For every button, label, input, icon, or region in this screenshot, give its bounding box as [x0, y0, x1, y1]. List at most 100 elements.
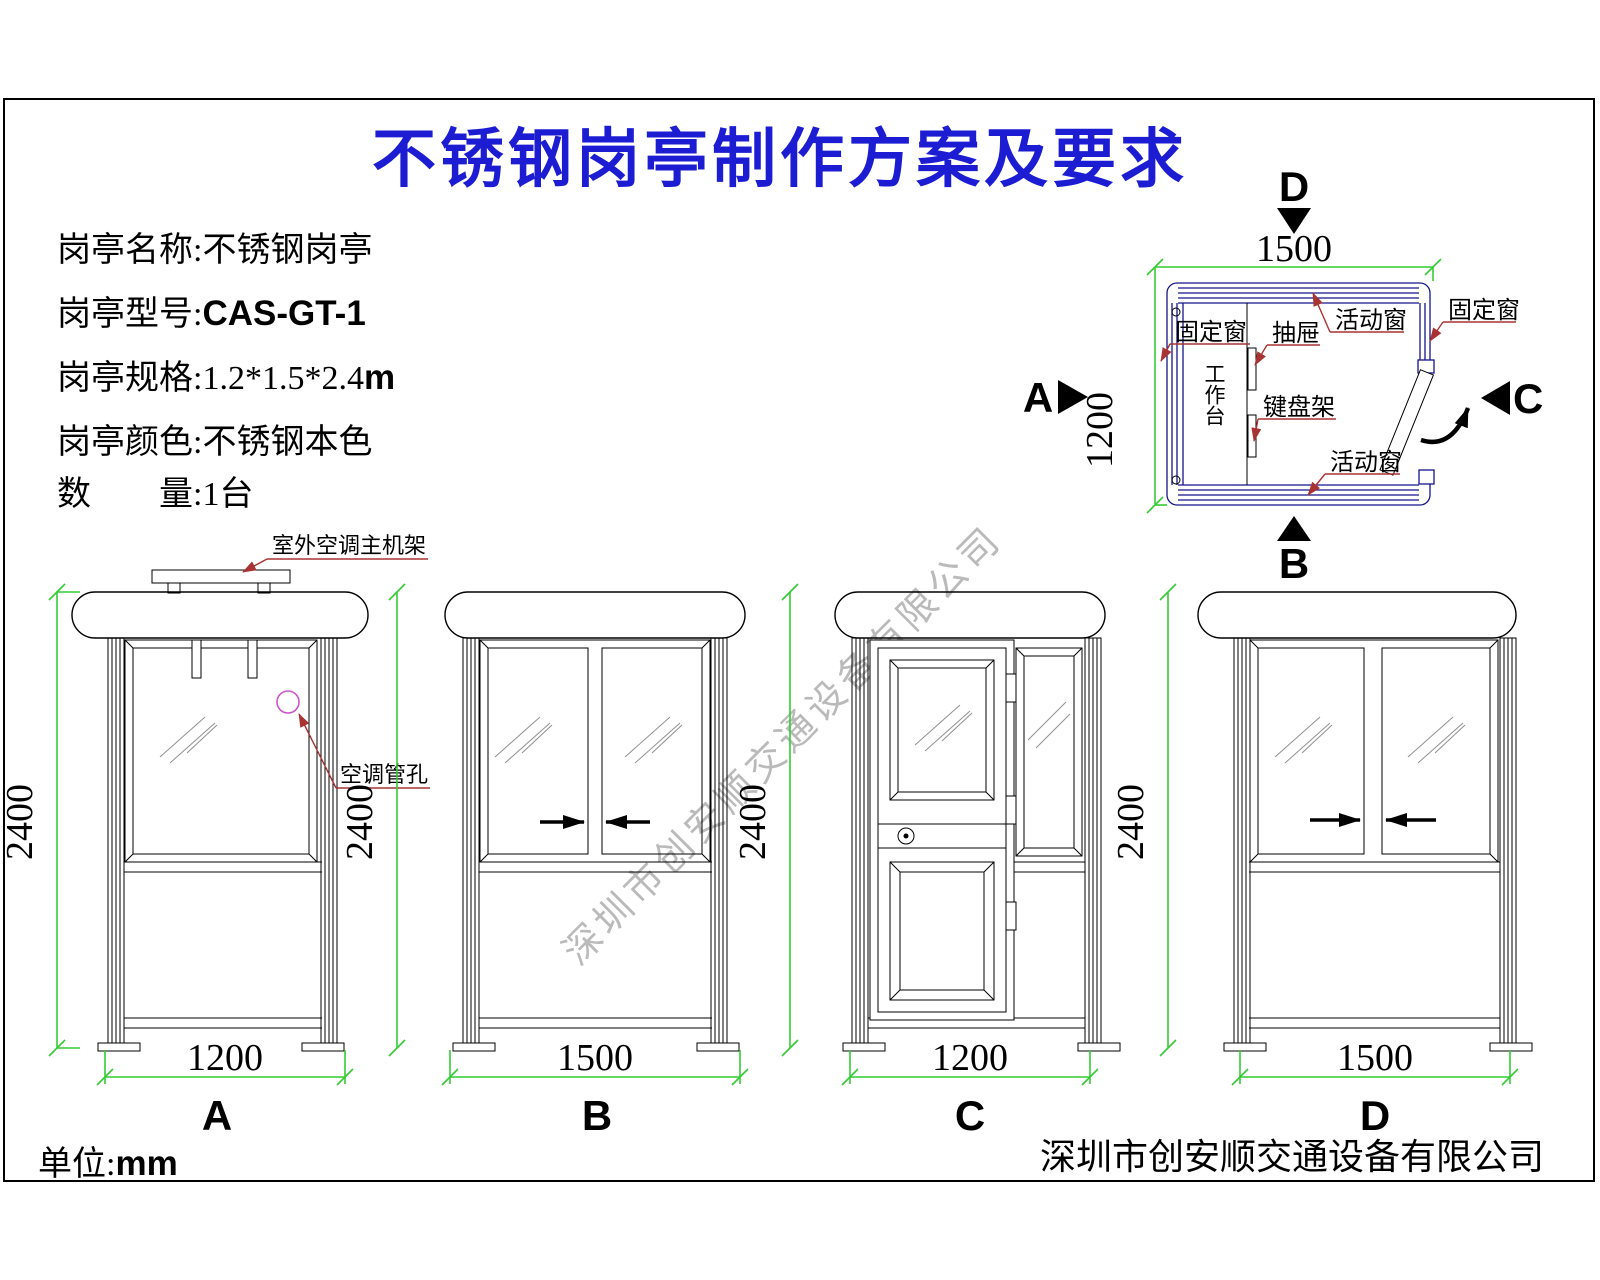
section-arrow-c	[1481, 381, 1510, 415]
section-arrow-d	[1277, 208, 1311, 234]
elevation-a: 室外空调主机架	[0, 533, 430, 1139]
column-right-a	[320, 637, 338, 1044]
plan-width-dim: 1500	[1256, 228, 1332, 270]
door-hinge	[1005, 673, 1017, 703]
base-plate	[842, 1042, 886, 1052]
width-dim-c: 1200	[932, 1037, 1008, 1079]
unit-label: 单位:	[38, 1146, 116, 1183]
width-dim-d: 1500	[1337, 1037, 1413, 1079]
bands-d	[1249, 861, 1500, 1029]
label-sliding-window-bottom: 活动窗	[1330, 449, 1402, 476]
spec-model-label: 岗亭型号:	[57, 296, 203, 333]
height-dim-d: 2400	[1110, 784, 1152, 860]
spec-size-value: 1.2*1.5*2.4	[202, 360, 364, 397]
column-right-d	[1499, 637, 1517, 1044]
ac-hole-label: 空调管孔	[340, 762, 428, 787]
base-plate	[696, 1042, 740, 1052]
width-dim-a: 1200	[187, 1037, 263, 1079]
glass-marks-a	[159, 716, 218, 764]
column-right-b	[710, 637, 728, 1044]
label-fixed-window-left: 固定窗	[1175, 319, 1247, 346]
ac-rack	[151, 569, 291, 594]
door-c	[869, 639, 1017, 1021]
elevation-d: 2400 1500 D	[1110, 583, 1533, 1139]
section-markers: D B A C	[1023, 163, 1544, 587]
door-hinge	[1005, 795, 1017, 825]
height-dim-a: 2400	[0, 784, 41, 860]
section-letter-a: A	[1023, 374, 1053, 421]
spec-row-color: 岗亭颜色:不锈钢本色	[57, 414, 372, 463]
dims-a: 2400 1200	[0, 583, 354, 1086]
column-right-c	[1084, 637, 1102, 1044]
door-swing-arrow	[1420, 407, 1471, 445]
view-letter-a: A	[202, 1092, 232, 1139]
unit-value: mm	[115, 1144, 178, 1183]
column-left-d	[1233, 637, 1251, 1044]
dims-c: 2400 1200	[732, 583, 1099, 1086]
spec-color-value: 不锈钢本色	[202, 424, 373, 461]
height-dim-b: 2400	[339, 784, 381, 860]
base-plate	[452, 1042, 496, 1052]
ac-rack-label: 室外空调主机架	[272, 533, 426, 558]
sliding-window-b	[479, 639, 711, 863]
plan-dimensions: 1500 1200	[1079, 228, 1442, 514]
plan-view: 1500 1200	[1023, 163, 1544, 587]
base-plate	[1077, 1042, 1121, 1052]
bands-a	[124, 861, 322, 1029]
view-letter-b: B	[582, 1092, 612, 1139]
width-dim-b: 1500	[557, 1037, 633, 1079]
column-left-c	[851, 637, 869, 1044]
side-window-c	[1015, 647, 1083, 857]
column-left-b	[462, 637, 480, 1044]
spec-model-value: CAS-GT-1	[202, 294, 366, 333]
label-keyboard-rack: 键盘架	[1263, 394, 1335, 421]
door-leaf	[1379, 369, 1435, 476]
glass-marks-b	[494, 716, 683, 764]
glass-marks-d	[1274, 716, 1466, 764]
unit-note: 单位:mm	[38, 1136, 178, 1185]
elevation-b: 2400 1500 B	[339, 583, 749, 1139]
spec-size-unit: m	[363, 358, 396, 397]
elevation-views: 室外空调主机架	[0, 533, 1533, 1139]
spec-qty-label: 数 量:	[57, 476, 203, 513]
spec-name-label: 岗亭名称:	[57, 232, 203, 269]
worktable-label: 工作台	[1202, 363, 1226, 426]
view-letter-d: D	[1360, 1092, 1390, 1139]
base-plate	[1489, 1042, 1533, 1052]
spec-color-label: 岗亭颜色:	[57, 424, 203, 461]
roof-d	[1197, 591, 1517, 639]
ac-pipe-hole	[276, 690, 300, 714]
plan-height-dim: 1200	[1079, 392, 1121, 468]
base-plate	[301, 1042, 345, 1052]
bands-b	[479, 861, 712, 1029]
section-letter-c: C	[1513, 375, 1543, 422]
door-hinge	[1005, 901, 1017, 931]
sliding-window-d	[1249, 639, 1499, 863]
roof-c	[834, 591, 1106, 639]
plan-walls	[1166, 282, 1436, 506]
spec-row-model: 岗亭型号:CAS-GT-1	[57, 286, 366, 335]
label-drawer: 抽屉	[1272, 320, 1320, 347]
plan-callouts: 固定窗 抽屉 活动窗 固定窗 键盘架 活动窗	[1160, 292, 1520, 496]
section-arrow-a	[1058, 380, 1088, 414]
spec-row-qty: 数 量:1台	[57, 466, 253, 515]
drawer-plan	[1247, 347, 1257, 391]
label-fixed-window-right: 固定窗	[1448, 297, 1520, 324]
column-left-a	[107, 637, 125, 1044]
spec-qty-value: 1台	[202, 476, 254, 513]
roof-b	[444, 591, 746, 639]
section-letter-b: B	[1279, 540, 1309, 587]
base-plate	[97, 1042, 141, 1052]
roof-a	[71, 591, 369, 639]
section-letter-d: D	[1279, 163, 1309, 210]
mount-hole-top	[1171, 307, 1181, 317]
spec-name-value: 不锈钢岗亭	[202, 232, 373, 269]
drawing-title: 不锈钢岗亭制作方案及要求	[372, 124, 1188, 195]
spec-row-name: 岗亭名称:不锈钢岗亭	[57, 222, 372, 271]
elevation-c: 2400 1200 C	[732, 583, 1121, 1139]
door-handle	[897, 827, 915, 845]
mount-hole-bottom	[1171, 475, 1181, 485]
door-keyhole	[903, 833, 909, 839]
view-letter-c: C	[955, 1092, 985, 1139]
